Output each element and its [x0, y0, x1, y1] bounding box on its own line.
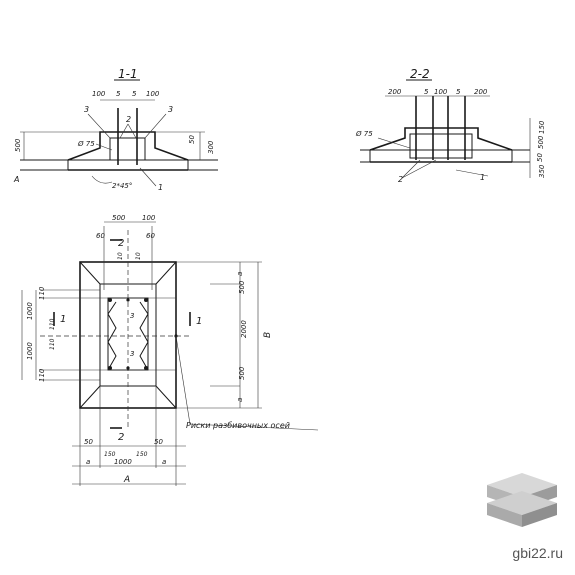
dim-plan-right-3: 500	[238, 366, 246, 380]
dim-plan-left-0: 1000	[26, 302, 34, 320]
dim-plan-top2-0: 60	[96, 232, 105, 240]
section-2-2-title: 2-2	[410, 67, 430, 81]
dim-plan-top-1: 100	[142, 214, 156, 222]
dim-plan-right-0: a	[236, 272, 244, 276]
dim-plan-left-2: 1000	[26, 342, 34, 360]
plan-label-3b: 3	[130, 350, 134, 358]
dim-plan-bottom-1: 50	[154, 438, 163, 446]
dim-s1-top-1: 5	[116, 90, 121, 98]
dim-plan-bottom2-3: 150	[136, 451, 148, 458]
dim-s1-phi: Ø 75	[77, 140, 95, 148]
dim-plan-top-0: 500	[112, 214, 126, 222]
dim-plan-bottom2-1: 150	[104, 451, 116, 458]
dim-plan-right-1: 500	[238, 280, 246, 294]
callout-s1-3a: 3	[84, 105, 89, 114]
dim-s1-top-0: 100	[92, 90, 106, 98]
dim-plan-inner-1: 10	[135, 252, 142, 260]
dim-s2-top-4: 200	[474, 88, 488, 96]
dim-s2-top-2: 100	[434, 88, 448, 96]
callout-s1-3b: 3	[168, 105, 173, 114]
dim-s1-right: 300	[207, 140, 215, 154]
dim-s1-top-2: 5	[132, 90, 137, 98]
callout-s2-1: 1	[480, 173, 485, 182]
dim-plan-left-small-0: 110	[49, 318, 56, 330]
dim-plan-left-1: 110	[38, 286, 46, 300]
dim-s1-bevel: 2*45°	[112, 182, 132, 190]
dim-s1-a: A	[13, 175, 19, 184]
section-2-2: 2-2 200 5 100 5 200 Ø 75 150 500 50 350 …	[355, 67, 546, 184]
plan-section-1-right: 1	[196, 316, 202, 327]
dim-plan-left-3: 110	[38, 368, 46, 382]
dim-plan-right-4: a	[236, 398, 244, 402]
plan-section-2-bottom: 2	[118, 432, 124, 443]
plan-label-3: 3	[130, 312, 134, 320]
section-1-1-title: 1-1	[118, 67, 138, 81]
dim-s2-right-1: 500	[537, 135, 545, 149]
dim-s2-top-3: 5	[456, 88, 461, 96]
dim-s1-right2: 50	[188, 135, 196, 144]
dim-plan-top2-1: 60	[146, 232, 155, 240]
dim-plan-bottom-label: A	[123, 475, 130, 485]
plan-callout-text: Риски разбивочных осей	[186, 421, 290, 430]
dim-s2-right-0: 150	[538, 120, 546, 134]
dim-s2-right-2: 50	[536, 153, 544, 162]
callout-s2-2: 2	[398, 175, 403, 184]
callout-s1-2: 2	[126, 115, 131, 124]
dim-plan-right-label: B	[263, 332, 273, 338]
dim-plan-bottom2-2: 1000	[114, 458, 132, 466]
dim-plan-inner-0: 10	[117, 252, 124, 260]
stack-icon	[487, 473, 557, 527]
plan-section-2-top: 2	[118, 238, 124, 249]
plan-section-1-left: 1	[60, 314, 66, 325]
dim-s2-top-1: 5	[424, 88, 429, 96]
dim-s1-left: 500	[14, 138, 22, 152]
watermark-text: gbi22.ru	[512, 545, 563, 561]
dim-plan-bottom2-4: a	[162, 458, 166, 466]
dim-plan-bottom2-0: a	[86, 458, 90, 466]
dim-s2-phi: Ø 75	[355, 130, 373, 138]
callout-s1-1: 1	[158, 183, 163, 192]
dim-plan-left-small-1: 110	[49, 338, 56, 350]
dim-plan-right-2: 2000	[240, 320, 248, 338]
plan-view: 1 1 2 2 3 3 500 100 60 60 10 10 1000 110…	[21, 214, 319, 486]
dim-s1-top-3: 100	[146, 90, 160, 98]
dim-s2-top-0: 200	[388, 88, 402, 96]
section-1-1: 1-1 100 5 5 100 500 A 300 50 Ø 75 2	[13, 67, 218, 192]
dim-plan-bottom-0: 50	[84, 438, 93, 446]
dim-s2-right-bottom: 350	[538, 164, 546, 178]
